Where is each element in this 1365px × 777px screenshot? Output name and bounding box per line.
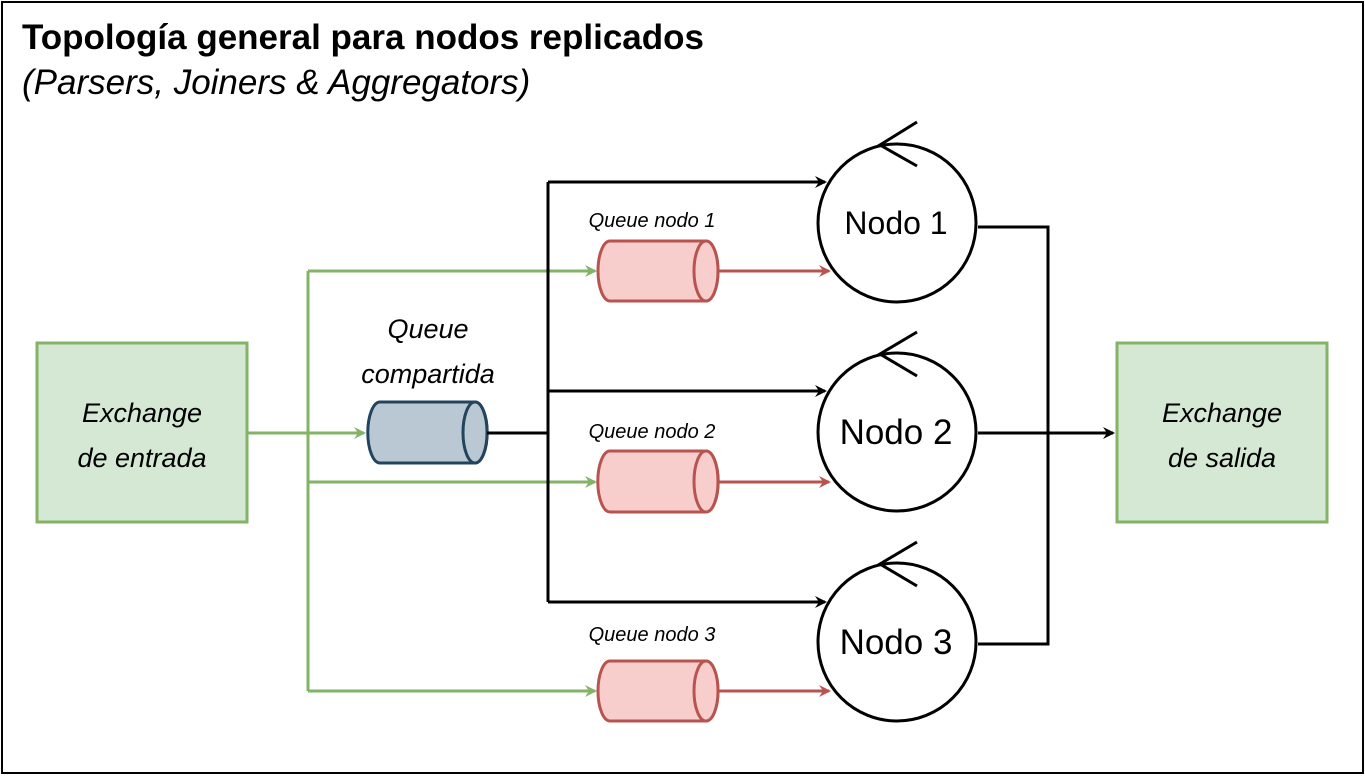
nodo-3-label: Nodo 3	[840, 623, 953, 662]
exchange-in: Exchange de entrada	[35, 341, 249, 524]
queue-nodo-2-label: Queue nodo 2	[589, 421, 716, 443]
nodo-3: Nodo 3	[816, 540, 978, 723]
queue-nodo-1-label: Queue nodo 1	[589, 210, 716, 232]
diagram-title: Topología general para nodos replicados	[22, 18, 704, 57]
loop-icon	[877, 120, 918, 168]
exchange-out: Exchange de salida	[1115, 341, 1329, 524]
exchange-out-line2: de salida	[1168, 443, 1276, 473]
shared-queue-line1: Queue	[387, 314, 468, 344]
loop-icon	[877, 330, 918, 378]
queue-nodo-3: Queue nodo 3	[589, 624, 720, 723]
queue-nodo-3-label: Queue nodo 3	[589, 624, 716, 646]
output-connectors	[978, 225, 1115, 646]
red-connectors	[718, 265, 831, 697]
nodo-2-label: Nodo 2	[840, 413, 953, 452]
exchange-in-line1: Exchange	[82, 398, 202, 428]
nodo-1-label: Nodo 1	[844, 205, 947, 241]
loop-icon	[877, 540, 918, 588]
diagram-subtitle: (Parsers, Joiners & Aggregators)	[22, 63, 531, 102]
shared-queue-line2: compartida	[361, 359, 495, 389]
black-connectors	[487, 176, 827, 608]
exchange-out-line1: Exchange	[1162, 398, 1282, 428]
queue-nodo-1: Queue nodo 1	[589, 210, 720, 303]
shared-queue: Queue compartida	[361, 314, 495, 465]
output-bracket	[978, 225, 1050, 646]
nodo-2: Nodo 2	[816, 330, 978, 513]
exchange-in-line2: de entrada	[77, 443, 206, 473]
nodo-1: Nodo 1	[816, 120, 978, 304]
queue-nodo-2: Queue nodo 2	[589, 421, 720, 514]
